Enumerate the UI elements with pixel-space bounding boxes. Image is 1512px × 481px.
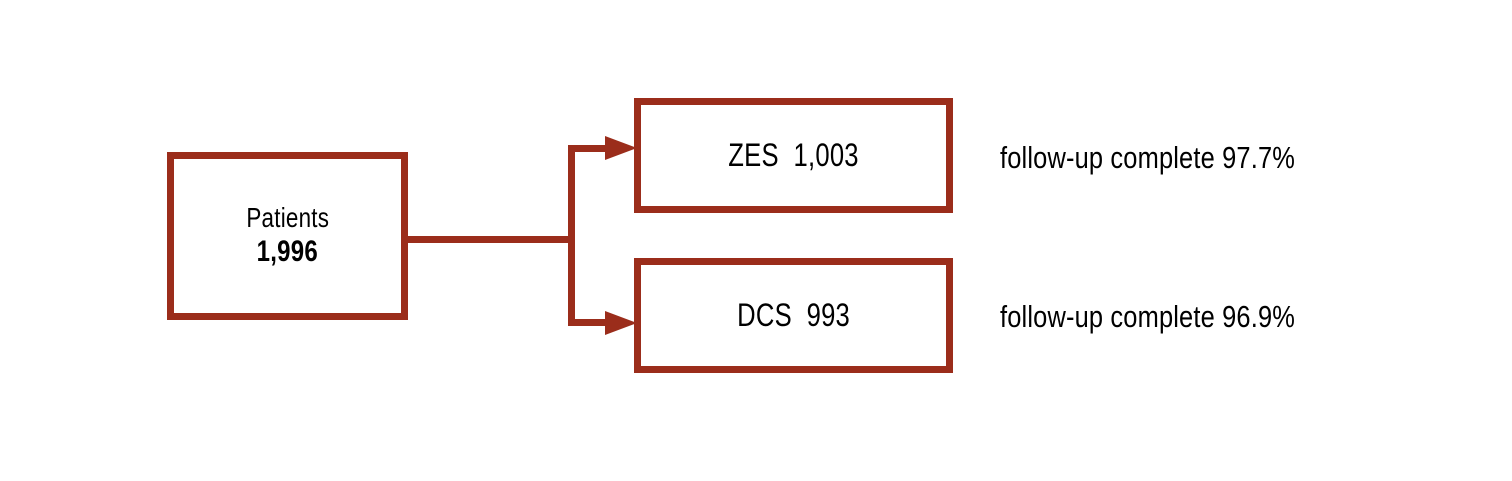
dcs-label: DCS 993 xyxy=(737,297,850,334)
connector-trunk-horizontal xyxy=(405,236,575,243)
arrowhead-icon-dcs xyxy=(605,311,637,335)
node-box-patients: Patients 1,996 xyxy=(167,152,408,320)
connector-branch-to-dcs xyxy=(568,319,616,326)
arrowhead-icon-zes xyxy=(605,136,637,160)
patients-count: 1,996 xyxy=(256,235,319,269)
annotation-zes-followup: follow-up complete 97.7% xyxy=(1000,140,1296,175)
patients-title: Patients xyxy=(246,202,329,234)
node-box-dcs: DCS 993 xyxy=(634,258,953,373)
zes-label: ZES 1,003 xyxy=(728,137,859,174)
connector-branch-to-zes xyxy=(568,145,616,152)
connector-trunk-vertical xyxy=(568,145,575,326)
annotation-dcs-followup: follow-up complete 96.9% xyxy=(1000,299,1296,334)
node-box-zes: ZES 1,003 xyxy=(634,98,953,213)
